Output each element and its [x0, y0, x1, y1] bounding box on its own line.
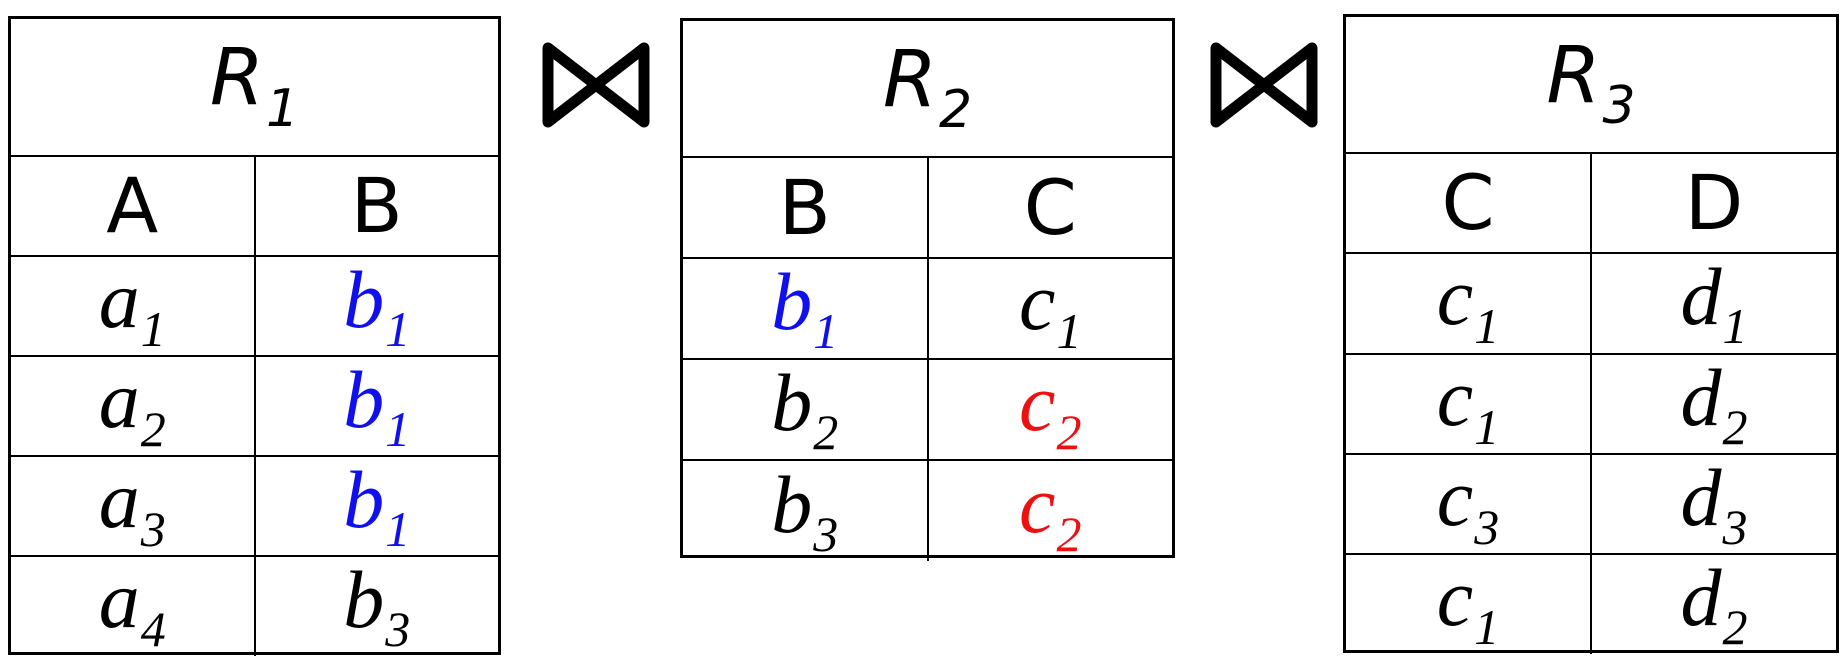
relation-title: R3: [1346, 17, 1836, 154]
table-cell: b3: [253, 555, 498, 656]
relation-r1-table: R1 A B a1 b1 a2 b1 a3 b1 a4 b3: [8, 16, 501, 656]
table-cell: c2: [926, 459, 1172, 561]
table-cell: a2: [11, 355, 256, 457]
table-cell: b1: [253, 355, 498, 457]
relation-r3-table: R3 C D c1 d1 c1 d2 c3 d3 c1 d2: [1343, 14, 1839, 654]
table-cell: a3: [11, 455, 256, 557]
table-cell: b1: [253, 455, 498, 557]
table-cell: c1: [926, 257, 1172, 360]
bowtie-icon: [542, 42, 650, 128]
column-header: B: [683, 156, 929, 259]
column-header: D: [1590, 152, 1836, 254]
column-header: A: [11, 155, 256, 257]
column-header: C: [1346, 152, 1592, 254]
bowtie-icon: [1210, 42, 1318, 128]
table-cell: b1: [683, 257, 929, 360]
table-cell: c3: [1346, 453, 1592, 555]
table-cell: a4: [11, 555, 256, 656]
table-cell: b1: [253, 255, 498, 357]
relation-title: R1: [11, 19, 498, 157]
table-cell: b2: [683, 358, 929, 461]
table-cell: b3: [683, 459, 929, 561]
column-header: C: [926, 156, 1172, 259]
relation-title: R2: [683, 21, 1172, 158]
table-cell: c1: [1346, 252, 1592, 355]
table-cell: a1: [11, 255, 256, 357]
column-header: B: [253, 155, 498, 257]
table-cell: d1: [1590, 252, 1836, 355]
table-cell: d3: [1590, 453, 1836, 555]
table-cell: d2: [1590, 353, 1836, 455]
table-cell: c2: [926, 358, 1172, 461]
table-cell: d2: [1590, 553, 1836, 654]
table-cell: c1: [1346, 553, 1592, 654]
table-cell: c1: [1346, 353, 1592, 455]
relation-r2-table: R2 B C b1 c1 b2 c2 b3 c2: [680, 18, 1175, 561]
